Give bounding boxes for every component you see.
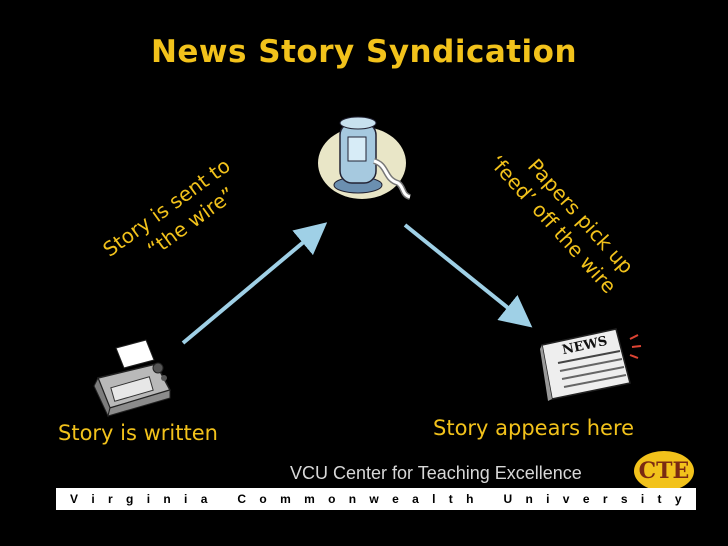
university-letter: n — [348, 492, 357, 506]
university-letter: o — [259, 492, 267, 506]
university-letter: e — [582, 492, 590, 506]
university-letter: i — [91, 492, 95, 506]
university-letter: h — [466, 492, 474, 506]
cte-logo: CTE — [634, 451, 694, 491]
university-letter: y — [674, 492, 682, 506]
university-letter: i — [184, 492, 188, 506]
university-letter: m — [304, 492, 315, 506]
university-letter: r — [108, 492, 113, 506]
arrow-to-wire — [181, 222, 328, 345]
university-letter: n — [525, 492, 533, 506]
university-letter: o — [328, 492, 336, 506]
university-letter: r — [602, 492, 608, 506]
story-appears-label: Story appears here — [433, 416, 635, 440]
center-name: VCU Center for Teaching Excellence — [290, 463, 582, 483]
university-letter: i — [546, 492, 550, 506]
university-letter: i — [146, 492, 151, 506]
typewriter-icon — [93, 339, 172, 418]
university-letter: n — [163, 492, 171, 506]
university-letter: U — [503, 492, 513, 506]
university-letter: g — [126, 492, 134, 506]
university-letter: t — [657, 492, 662, 506]
university-letter: a — [200, 492, 208, 506]
university-letter: i — [640, 492, 645, 506]
slide-title: News Story Syndication — [150, 34, 578, 70]
story-written-label: Story is written — [58, 421, 218, 445]
arrow-to-paper — [403, 223, 533, 328]
university-letter: t — [448, 492, 453, 506]
university-letter: C — [237, 492, 247, 506]
university-letter: m — [280, 492, 291, 506]
university-letter: e — [392, 492, 399, 506]
university-letter: l — [432, 492, 436, 506]
wire-machine-icon — [318, 116, 412, 200]
university-letter: v — [562, 492, 570, 506]
university-letter: s — [620, 492, 628, 506]
university-letter: a — [412, 492, 419, 506]
university-letter — [487, 488, 490, 510]
university-letter: V — [70, 492, 79, 506]
university-letter: w — [369, 492, 379, 506]
newspaper-icon: NEWS — [540, 328, 642, 401]
university-letter — [221, 488, 224, 510]
